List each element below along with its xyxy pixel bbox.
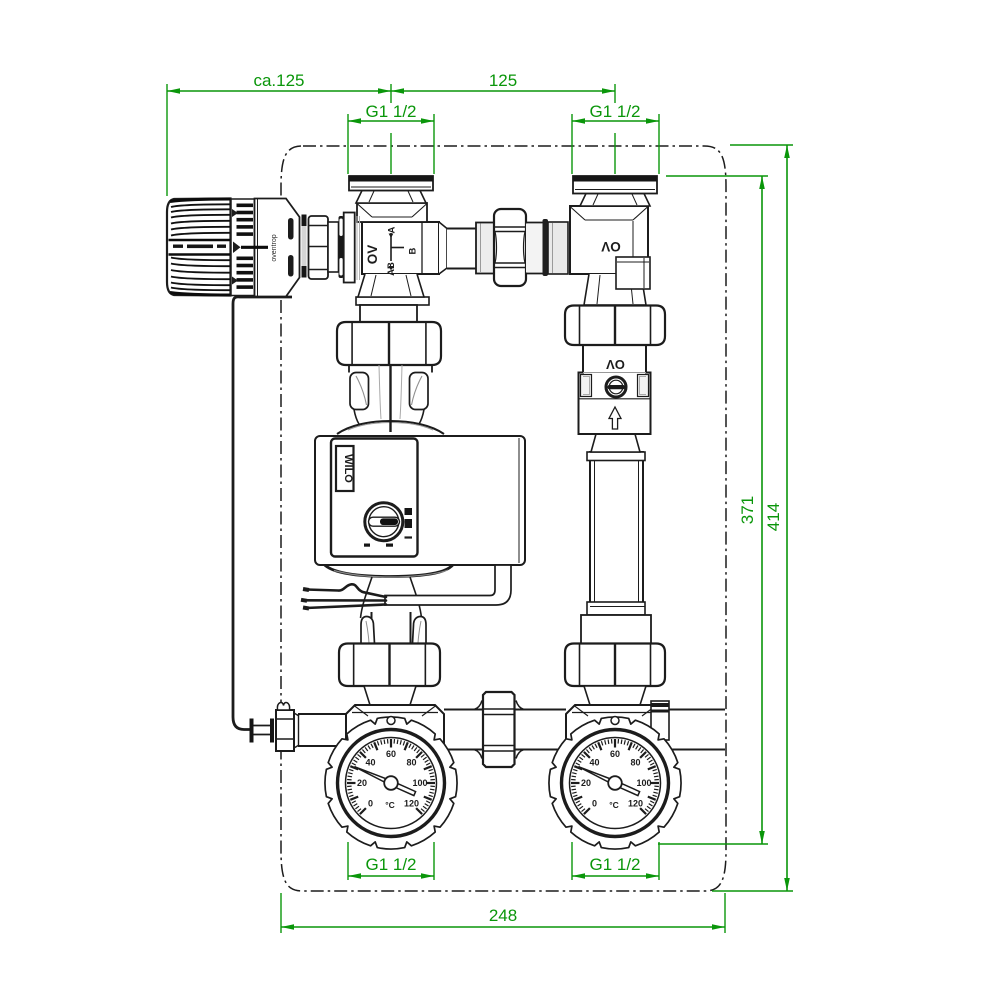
svg-text:20: 20 <box>581 778 591 788</box>
svg-text:WILO: WILO <box>342 454 354 483</box>
svg-text:0: 0 <box>368 799 373 809</box>
svg-text:G1 1/2: G1 1/2 <box>365 855 416 874</box>
svg-text:60: 60 <box>610 749 620 759</box>
svg-text:OV: OV <box>365 245 380 265</box>
svg-text:°C: °C <box>385 800 395 810</box>
svg-text:°C: °C <box>609 800 619 810</box>
svg-text:G1 1/2: G1 1/2 <box>589 855 640 874</box>
svg-text:20: 20 <box>357 778 367 788</box>
svg-text:40: 40 <box>589 758 599 768</box>
svg-text:371: 371 <box>738 496 757 524</box>
svg-text:100: 100 <box>412 778 427 788</box>
svg-text:80: 80 <box>406 758 416 768</box>
svg-text:60: 60 <box>386 749 396 759</box>
svg-text:120: 120 <box>628 799 643 809</box>
svg-text:G1 1/2: G1 1/2 <box>365 102 416 121</box>
svg-text:40: 40 <box>365 758 375 768</box>
svg-text:ca.125: ca.125 <box>253 71 304 90</box>
svg-text:OV: OV <box>601 239 621 254</box>
svg-text:B: B <box>408 247 419 254</box>
svg-text:120: 120 <box>404 799 419 809</box>
svg-text:A: A <box>387 226 398 233</box>
svg-text:0: 0 <box>592 799 597 809</box>
svg-text:414: 414 <box>764 503 783 531</box>
svg-text:100: 100 <box>636 778 651 788</box>
svg-text:OV: OV <box>606 357 625 372</box>
svg-text:125: 125 <box>489 71 517 90</box>
svg-text:248: 248 <box>489 906 517 925</box>
svg-text:80: 80 <box>630 758 640 768</box>
svg-text:oventrop: oventrop <box>271 234 278 261</box>
svg-text:G1 1/2: G1 1/2 <box>589 102 640 121</box>
